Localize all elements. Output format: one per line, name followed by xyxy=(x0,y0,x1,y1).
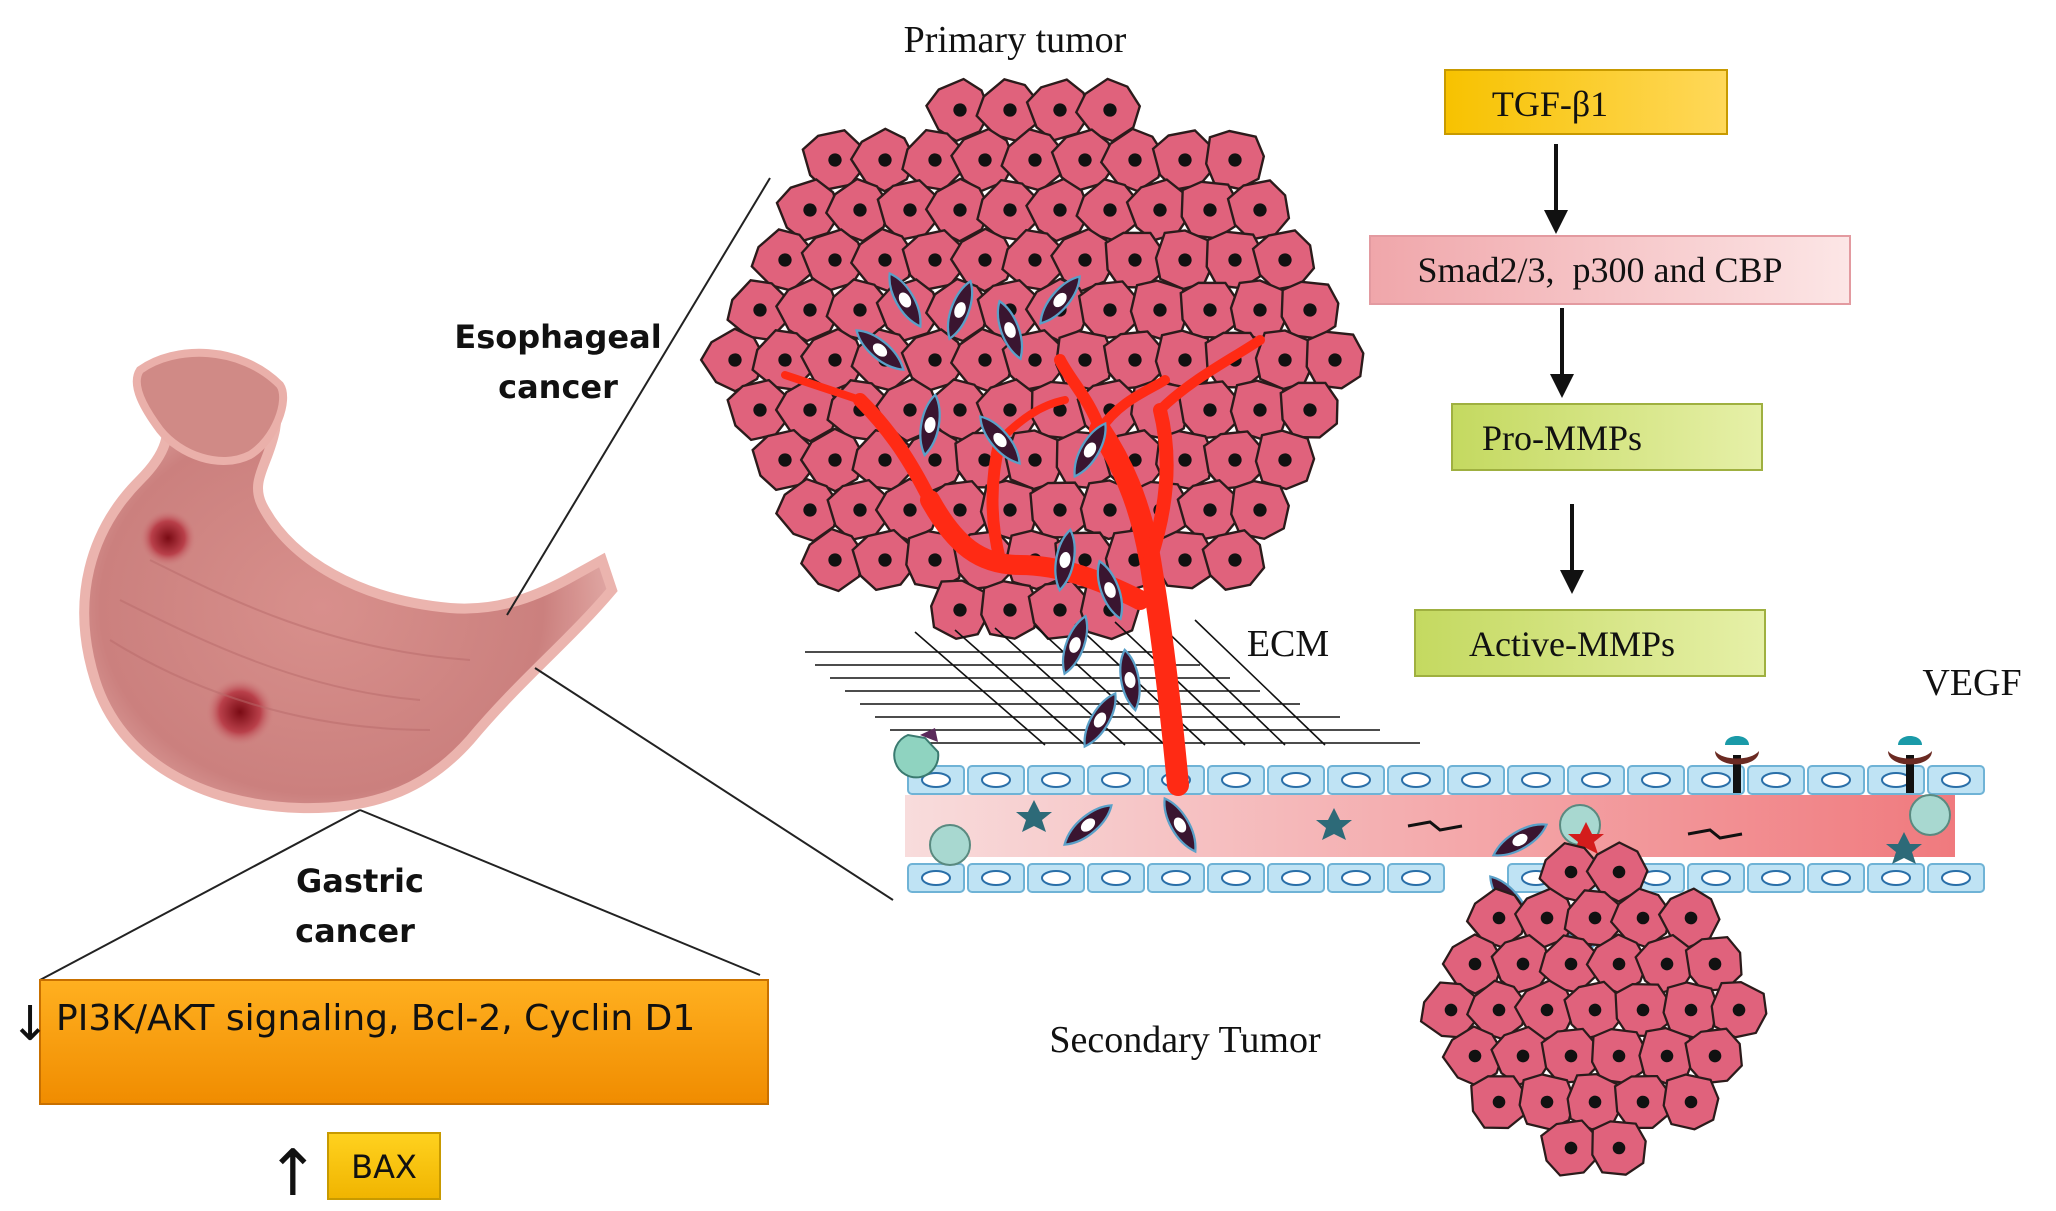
endothelial-cell xyxy=(967,765,1025,795)
gastric-effects: PI3K/AKT signaling, Bcl-2, Cyclin D1 ↓ ↑… xyxy=(10,979,769,1211)
endothelial-cell xyxy=(1027,863,1085,893)
stomach-illustration xyxy=(79,348,618,814)
endothelial-cell xyxy=(1867,765,1925,795)
bax-box xyxy=(327,1132,441,1200)
endothelial-cell xyxy=(1327,863,1385,893)
endothelial-cell xyxy=(1267,765,1325,795)
endothelial-cell xyxy=(967,863,1025,893)
pro-mmps-box xyxy=(1451,403,1763,471)
endothelial-cell xyxy=(1567,765,1625,795)
up-arrow-icon: ↑ xyxy=(266,1137,320,1211)
gastric-cancer-label-line2: cancer xyxy=(295,912,415,950)
vegf-receptors xyxy=(1715,736,1932,793)
endothelial-cell xyxy=(1087,765,1145,795)
endothelial-cell xyxy=(1507,765,1565,795)
circulating-factors xyxy=(893,728,1951,866)
active-mmps-label: Active-MMPs xyxy=(1469,624,1675,664)
ecm-label: ECM xyxy=(1247,623,1329,665)
endothelial-cell xyxy=(1387,863,1445,893)
tumor-cell xyxy=(1279,279,1341,341)
endothelial-cell xyxy=(1687,863,1745,893)
endothelial-cell xyxy=(1207,765,1265,795)
esophageal-cancer-label-line2: cancer xyxy=(498,368,618,406)
endothelial-cell xyxy=(1387,765,1445,795)
smad-label: Smad2/3, p300 and CBP xyxy=(1417,250,1782,290)
endothelial-cell xyxy=(1027,765,1085,795)
tumor-cell xyxy=(1589,1118,1649,1178)
endothelial-cell xyxy=(1807,863,1865,893)
endothelial-cell xyxy=(1747,863,1805,893)
endothelial-cell xyxy=(1267,863,1325,893)
tumor-cell xyxy=(1304,329,1366,391)
bax-label: BAX xyxy=(351,1148,417,1186)
endothelial-cell xyxy=(1747,765,1805,795)
endothelial-cell xyxy=(1627,765,1685,795)
pi3k-label: PI3K/AKT signaling, Bcl-2, Cyclin D1 xyxy=(56,998,695,1039)
endothelial-cell xyxy=(1327,765,1385,795)
smad-box xyxy=(1369,235,1851,305)
esophageal-cancer-label: Esophageal xyxy=(454,318,661,356)
ecm-mesh xyxy=(805,619,1420,746)
down-arrow-icon: ↓ xyxy=(10,996,50,1052)
endothelial-cell xyxy=(1927,863,1985,893)
vegf-label: VEGF xyxy=(1922,662,2021,704)
endothelial-cell xyxy=(1087,863,1145,893)
endothelial-cell xyxy=(907,863,965,893)
tumor-cell xyxy=(1661,1072,1721,1132)
tgf-beta1-label: TGF-β1 xyxy=(1492,84,1608,124)
endothelial-cell xyxy=(1447,765,1505,795)
tgf-pathway: TGF-β1 Smad2/3, p300 and CBP Pro-MMPs Ac… xyxy=(1369,69,1851,677)
tgf-beta1-box xyxy=(1444,69,1728,135)
mesenchymal-cell xyxy=(1075,687,1125,753)
active-mmps-box xyxy=(1414,609,1766,677)
primary-tumor-label: Primary tumor xyxy=(904,19,1127,61)
gastric-cancer-label: Gastric xyxy=(296,862,424,900)
endothelial-cell xyxy=(1147,863,1205,893)
endothelial-cell xyxy=(1927,765,1985,795)
endothelial-cell xyxy=(1807,765,1865,795)
secondary-tumor-label: Secondary Tumor xyxy=(1049,1019,1321,1061)
mesenchymal-cell xyxy=(1114,647,1146,713)
pro-mmps-label: Pro-MMPs xyxy=(1482,418,1642,458)
endothelial-cell xyxy=(1867,863,1925,893)
zoom-connector-lines xyxy=(39,177,894,981)
endothelial-cell xyxy=(1207,863,1265,893)
pi3k-box xyxy=(39,979,769,1105)
tumor-cell xyxy=(1203,128,1267,192)
